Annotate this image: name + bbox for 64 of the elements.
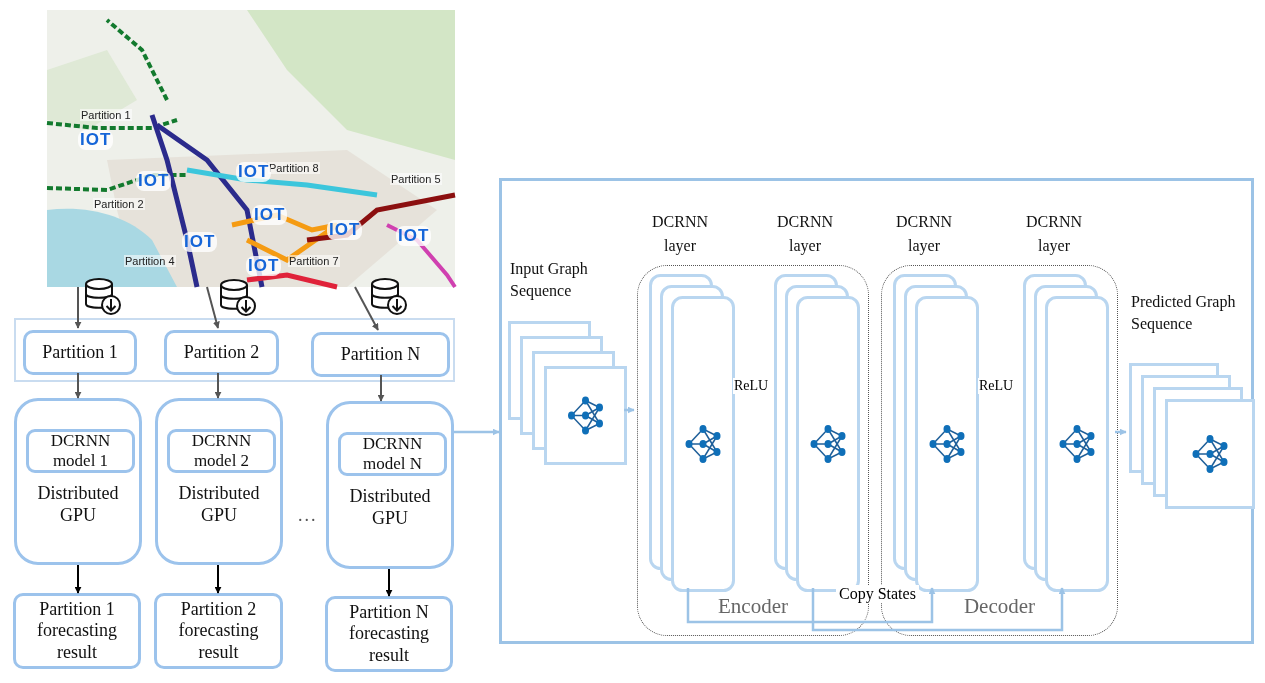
- map-label: Partition 2: [93, 198, 145, 210]
- box-text: Partition 1 forecasting result: [36, 598, 118, 664]
- arrow: [74, 286, 82, 329]
- activation-label: ReLU: [978, 378, 1015, 394]
- sequence-title: Input Graph Sequence: [510, 259, 589, 302]
- arrow: [377, 374, 385, 402]
- arrow: [811, 587, 1066, 632]
- arrow: [354, 286, 379, 331]
- map-label: Partition 8: [268, 162, 320, 174]
- arrow: [686, 587, 936, 624]
- arrow: [1115, 428, 1127, 436]
- process-box: [325, 596, 453, 672]
- arrow: [454, 428, 500, 436]
- box-text: DCRNN model N: [361, 434, 424, 474]
- map-label: Partition 4: [124, 255, 176, 267]
- box-text: Distributed GPU: [36, 483, 120, 527]
- sequence-title: Predicted Graph Sequence: [1131, 292, 1237, 335]
- gpu-box: [155, 398, 283, 565]
- partition-band: [14, 318, 455, 382]
- process-box: [154, 593, 283, 669]
- model-box: [26, 429, 135, 473]
- box-text: Partition 1: [42, 341, 118, 364]
- box-text: Distributed GPU: [348, 486, 432, 530]
- layer-label: DCRNN layer: [776, 212, 834, 257]
- model-box: [167, 429, 276, 473]
- activation-label: ReLU: [733, 378, 770, 394]
- box-text: Partition 2: [183, 341, 260, 364]
- box-text: DCRNN model 2: [190, 431, 253, 471]
- iot-label: IOT: [252, 205, 288, 225]
- arrow: [214, 372, 222, 399]
- iot-label: IOT: [396, 226, 432, 246]
- process-box: [164, 330, 279, 375]
- layer-label: DCRNN layer: [1025, 212, 1083, 257]
- arrow: [206, 286, 220, 329]
- iot-label: IOT: [327, 220, 363, 240]
- iot-label: IOT: [246, 256, 282, 276]
- iot-label: IOT: [78, 130, 114, 150]
- box-text: DCRNN model 1: [49, 431, 112, 471]
- process-box: [13, 593, 141, 669]
- box-text: Partition N: [340, 343, 421, 366]
- ellipsis: ...: [298, 505, 318, 526]
- model-panel: [499, 178, 1254, 644]
- arrow: [624, 406, 635, 414]
- box-text: Distributed GPU: [177, 483, 261, 527]
- layer-label: DCRNN layer: [651, 212, 709, 257]
- iot-label: IOT: [182, 232, 218, 252]
- edge-label: Copy States: [836, 585, 919, 603]
- iot-label: IOT: [136, 171, 172, 191]
- arrow: [74, 372, 82, 399]
- arrow: [385, 568, 393, 597]
- arrow: [214, 564, 222, 594]
- gpu-box: [326, 401, 454, 569]
- process-box: [311, 332, 450, 377]
- arrow: [74, 564, 82, 594]
- box-text: Partition N forecasting result: [348, 601, 430, 667]
- model-box: [338, 432, 447, 476]
- map-label: Partition 5: [390, 173, 442, 185]
- map-label: Partition 7: [288, 255, 340, 267]
- map-label: Partition 1: [80, 109, 132, 121]
- box-text: Partition 2 forecasting result: [177, 598, 260, 664]
- process-box: [23, 330, 137, 375]
- gpu-box: [14, 398, 142, 565]
- layer-label: DCRNN layer: [895, 212, 953, 257]
- group-title: Decoder: [962, 594, 1037, 619]
